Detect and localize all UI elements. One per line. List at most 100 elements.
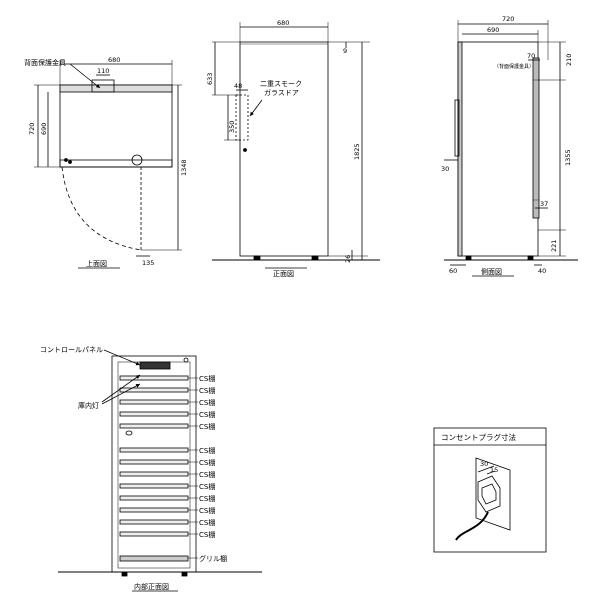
interior-view <box>58 349 262 592</box>
side-door-edge <box>457 41 463 257</box>
plug-detail-title: コンセントプラグ寸法 <box>441 432 516 442</box>
shelf <box>119 423 189 429</box>
plug-cable <box>455 511 489 541</box>
shelf-label-6: CS棚 <box>199 446 215 455</box>
shelf-label-12: CS棚 <box>199 518 215 527</box>
shelf-label-7: CS棚 <box>199 458 215 467</box>
front-dim-680: 680 <box>277 19 289 27</box>
shelf-label-2: CS棚 <box>199 386 215 395</box>
control-panel-leader <box>103 349 141 366</box>
front-door-note-1: 二重スモーク <box>260 80 302 88</box>
outlet-plate <box>475 457 511 531</box>
front-handle <box>235 94 249 141</box>
shelf-label-1: CS棚 <box>199 374 215 383</box>
top-view <box>34 60 182 269</box>
front-door-note-2: ガラスドア <box>264 88 299 97</box>
back-bracket <box>59 84 173 93</box>
interior-view-label: 内部正面図 <box>134 582 169 591</box>
side-dim-210: 210 <box>565 54 573 66</box>
front-dim-48: 48 <box>234 82 242 90</box>
side-note-back-bracket: （背面保護金具） <box>494 63 534 70</box>
side-dim-70: 70 <box>527 52 535 60</box>
shelf <box>119 399 189 405</box>
side-dim-720: 720 <box>502 15 514 23</box>
interior-inner <box>117 361 191 569</box>
shelf <box>119 519 189 525</box>
front-dim-633: 633 <box>206 73 214 85</box>
top-view-body <box>59 84 173 168</box>
plug-dim-15: 15 <box>490 466 498 474</box>
interior-light-label: 庫内灯 <box>78 401 99 410</box>
interior-light-fixture <box>125 430 133 436</box>
top-dim-135: 135 <box>142 259 154 267</box>
top-view-door <box>59 159 173 168</box>
shelf-group-lower <box>119 447 189 537</box>
side-dim-1355: 1355 <box>564 149 572 166</box>
shelf-label-5: CS棚 <box>199 422 215 431</box>
top-view-label: 上面図 <box>86 259 107 268</box>
top-callout-back-bracket: 背面保護金具 <box>24 58 66 67</box>
side-dim-221: 221 <box>550 240 558 252</box>
plug-dim-30: 30 <box>480 460 488 468</box>
back-bracket-block <box>91 79 115 93</box>
front-dim-9: 9 <box>343 47 347 55</box>
plug-face <box>481 483 497 505</box>
plug-detail-frame <box>433 427 547 553</box>
hinge-mark <box>131 154 143 166</box>
top-dim-680: 680 <box>108 56 120 64</box>
plug-detail <box>433 427 547 553</box>
shelf <box>119 471 189 477</box>
grill-shelf <box>119 555 189 562</box>
side-back-bracket <box>532 57 540 219</box>
light-leader-1 <box>101 374 141 403</box>
shelf-label-11: CS棚 <box>199 506 215 515</box>
side-view-body <box>457 41 539 257</box>
top-dim-720: 720 <box>28 123 36 135</box>
callout-leader <box>69 63 101 89</box>
light-leader-2 <box>101 383 141 405</box>
side-view-label: 側面図 <box>481 267 502 276</box>
shelf-label-10: CS棚 <box>199 494 215 503</box>
side-dim-690: 690 <box>487 26 499 34</box>
grill-shelf-label: グリル棚 <box>199 554 227 563</box>
front-dim-1825: 1825 <box>353 143 361 160</box>
shelf <box>119 411 189 417</box>
top-dim-1348: 1348 <box>180 159 188 176</box>
door-swing-arc <box>61 166 142 251</box>
shelf-label-9: CS棚 <box>199 482 215 491</box>
shelf-label-8: CS棚 <box>199 470 215 479</box>
plug-dim-line-15 <box>486 470 496 475</box>
shelf <box>119 375 189 381</box>
plug-dim-line-30 <box>477 465 495 473</box>
shelf-label-4: CS棚 <box>199 410 215 419</box>
top-dim-110: 110 <box>97 67 109 75</box>
side-dim-40: 40 <box>538 267 546 275</box>
shelf <box>119 483 189 489</box>
shelf <box>119 447 189 453</box>
front-dim-350: 350 <box>228 121 236 133</box>
top-knob <box>183 357 189 363</box>
side-dim-60: 60 <box>449 267 457 275</box>
top-dim-690: 690 <box>40 123 48 135</box>
shelf <box>119 387 189 393</box>
front-view <box>212 22 380 269</box>
front-dim-26: 26 <box>344 255 352 263</box>
side-dim-37: 37 <box>540 200 548 208</box>
shelf-label-13: CS棚 <box>199 530 215 539</box>
lock-mark <box>243 148 247 152</box>
front-view-body <box>239 41 329 257</box>
shelf <box>119 507 189 513</box>
shelf-label-3: CS棚 <box>199 398 215 407</box>
control-panel <box>139 361 171 370</box>
interior-control-panel-label: コントロールパネル <box>40 346 103 354</box>
shelf-group-upper <box>119 375 189 429</box>
shelf <box>119 531 189 537</box>
front-view-label: 正面図 <box>273 270 294 278</box>
shelf <box>119 495 189 501</box>
side-handle <box>454 99 460 157</box>
side-dim-30: 30 <box>441 165 449 173</box>
side-view <box>444 20 578 277</box>
plug-body <box>477 475 501 513</box>
shelf <box>119 459 189 465</box>
